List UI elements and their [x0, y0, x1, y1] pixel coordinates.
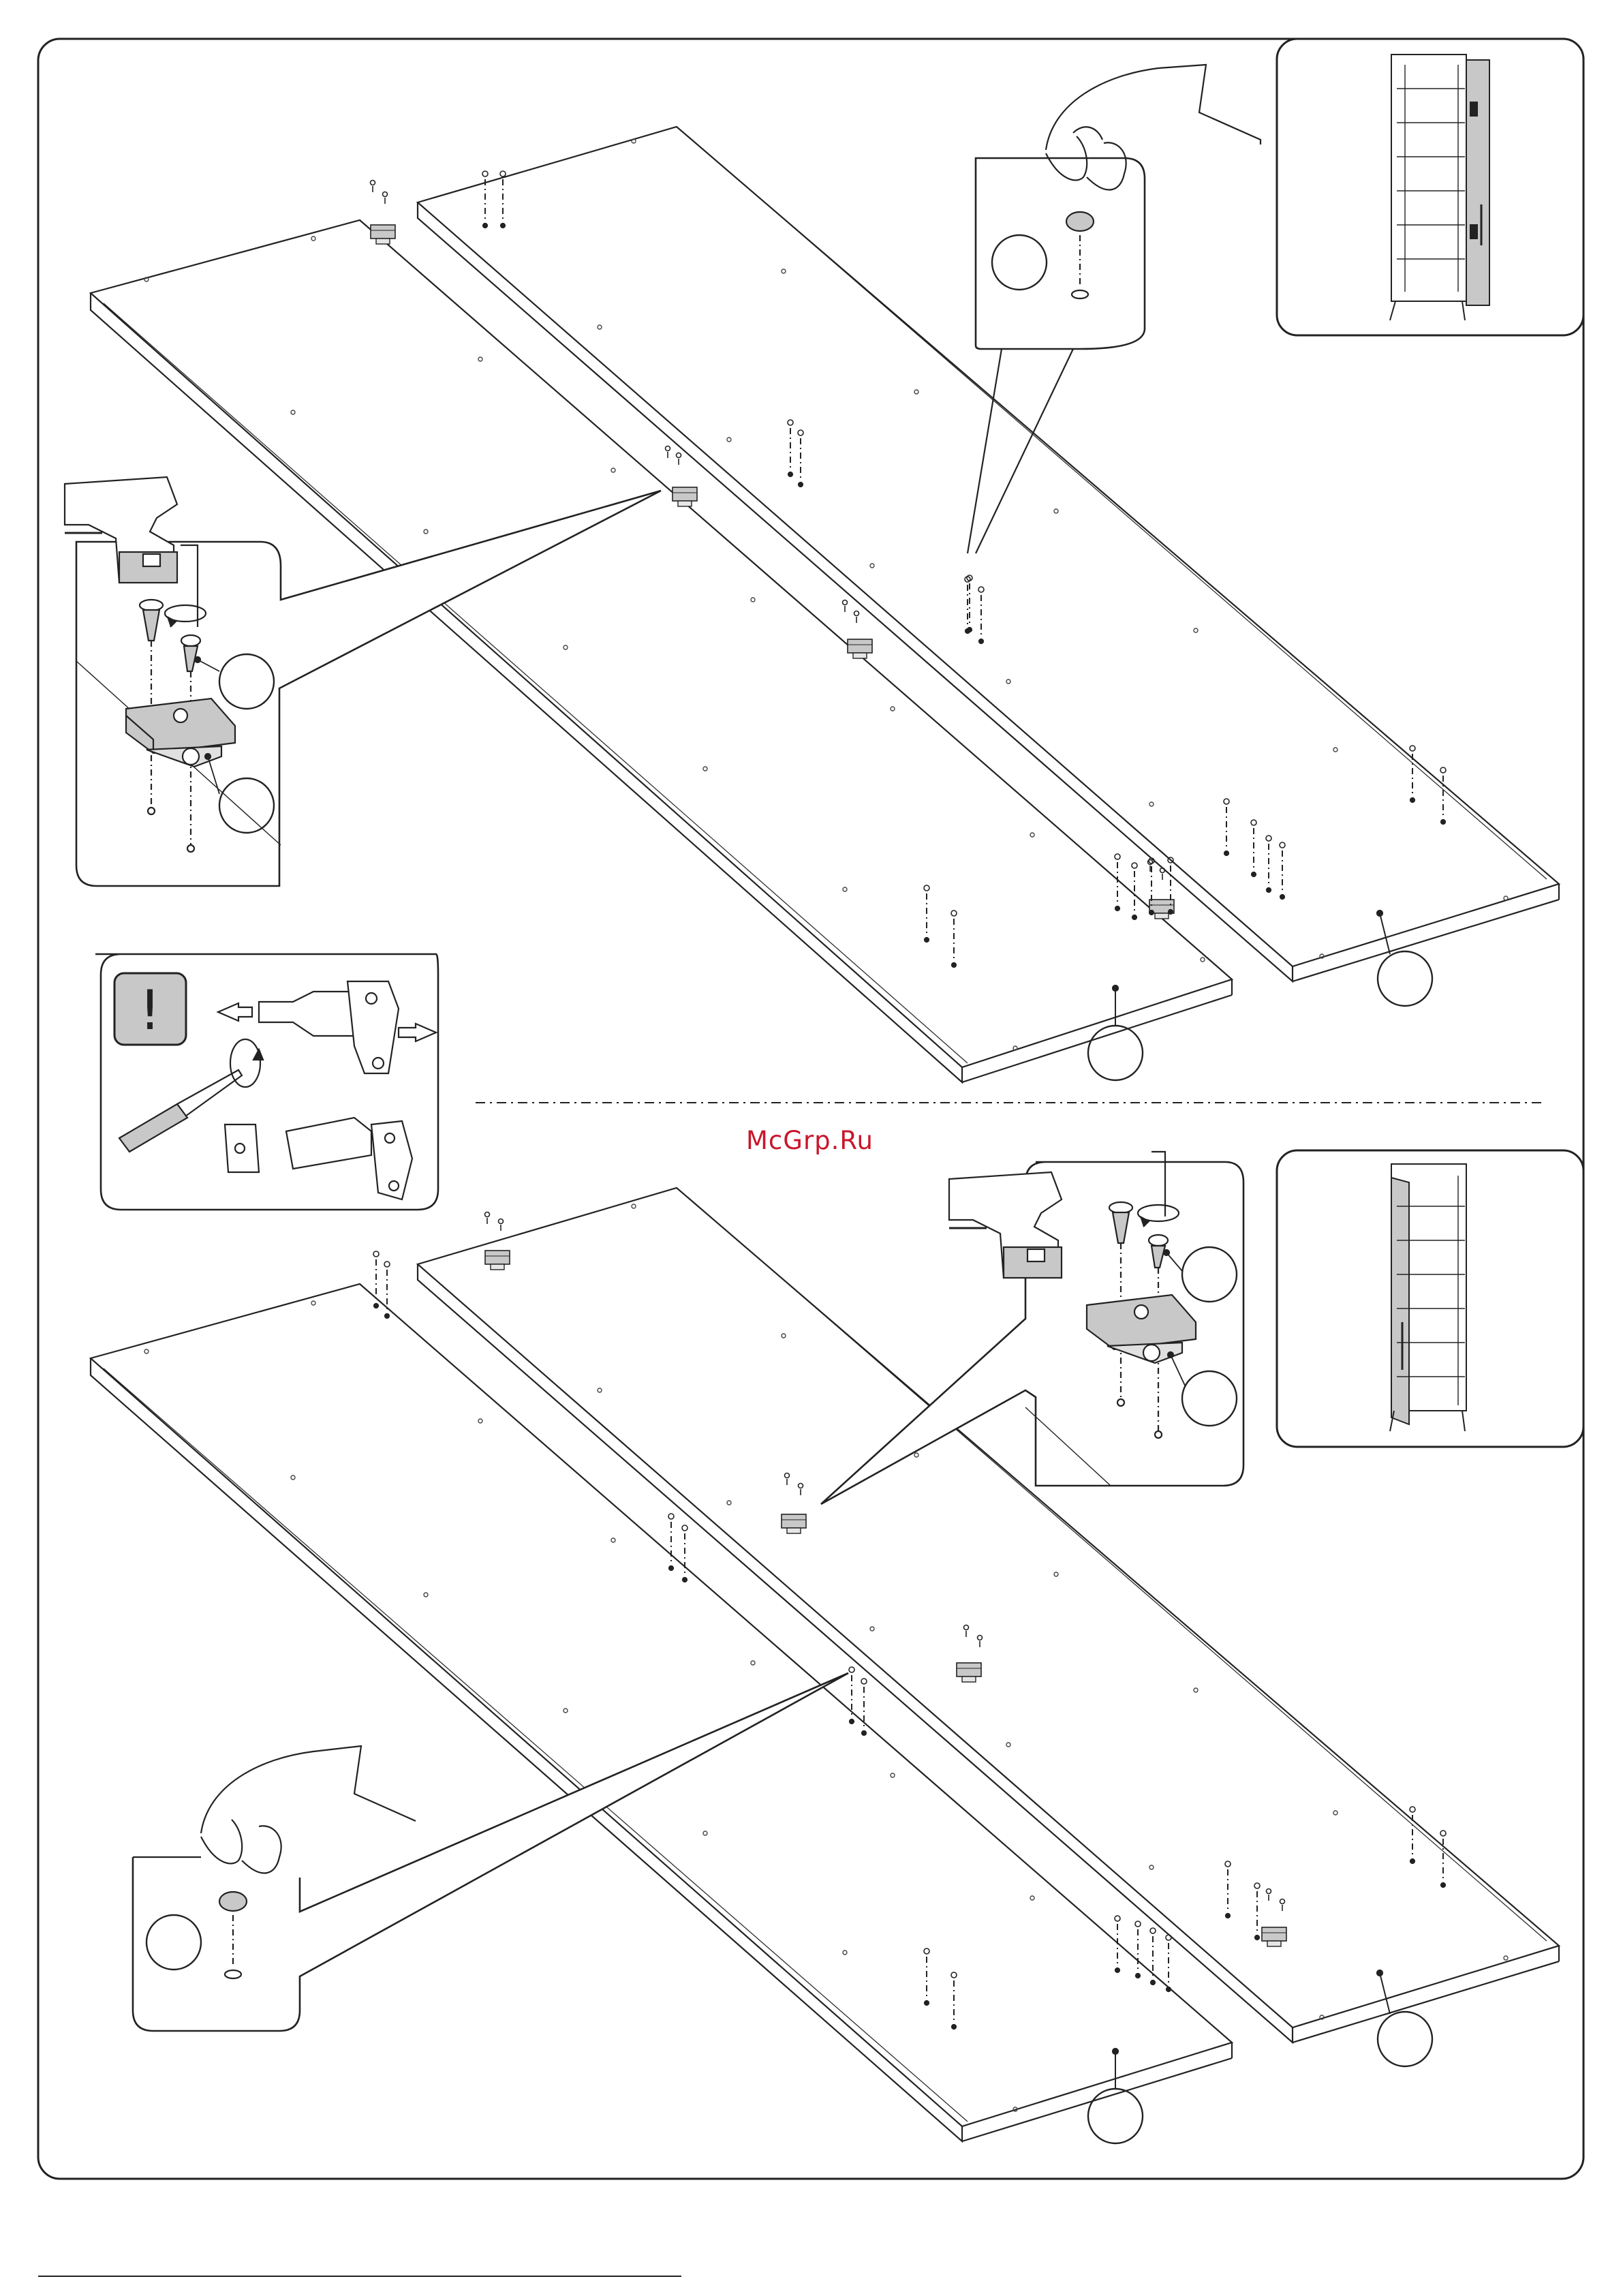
exclamation-symbol: !: [139, 979, 161, 1042]
callout-circle-bottom-left: [1088, 2089, 1143, 2143]
callout-circle-top-left: [1088, 1026, 1143, 1080]
watermark-text: McGrp.Ru: [746, 1126, 874, 1155]
cabinet-preview-bottom: [1277, 1150, 1583, 1447]
cabinet-preview-top: [1277, 39, 1583, 335]
callout-circle-top-right: [1378, 951, 1432, 1006]
notice-panel: !: [95, 954, 438, 1210]
drill-callout-bottom: [821, 1152, 1243, 1504]
callout-circle-bottom-right: [1378, 2012, 1432, 2066]
